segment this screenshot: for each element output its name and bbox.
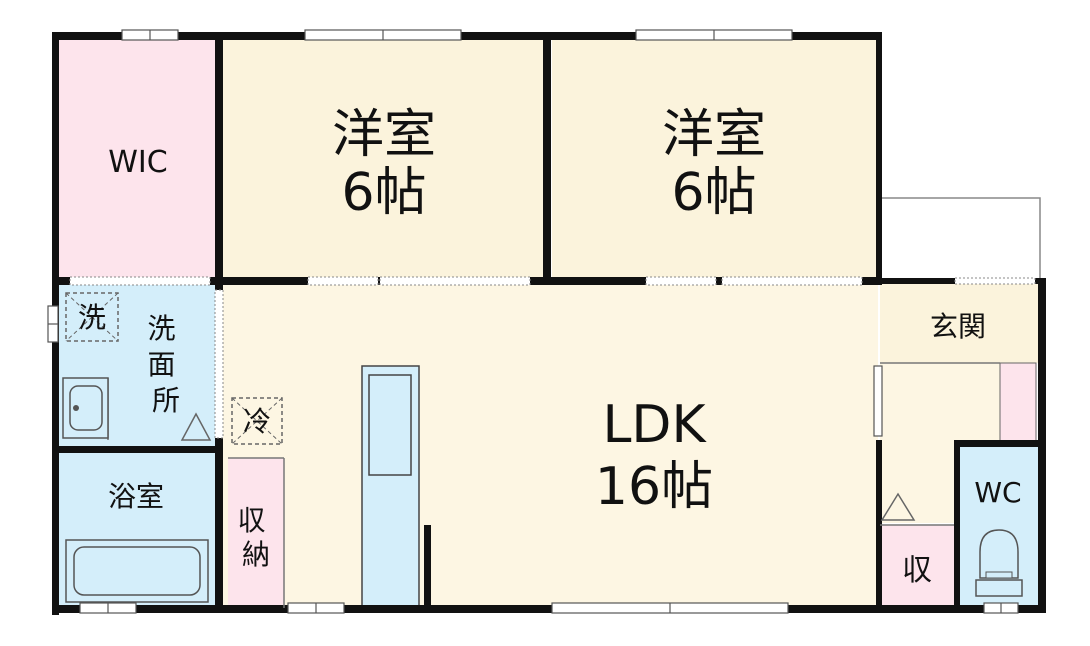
triangle-marker-hall xyxy=(880,492,916,521)
fridge-symbol: 冷 xyxy=(243,405,271,438)
washroom-label-char-2: 面 xyxy=(148,348,176,381)
kitchen-storage-label-char-2: 納 xyxy=(242,538,270,571)
kitchen-storage-floor xyxy=(228,458,284,608)
western-room-left-name: 洋室 xyxy=(332,105,436,165)
washroom-label-char-3: 所 xyxy=(152,384,180,417)
western-room-left-size: 6帖 xyxy=(341,163,426,223)
hall-storage-label: 収 xyxy=(902,553,932,588)
window-washroom-side xyxy=(47,305,59,343)
kitchen-storage-label: 収 納 xyxy=(238,504,275,571)
toilet-icon xyxy=(975,529,1023,597)
ldk-name: LDK xyxy=(602,395,707,455)
washroom-label: 洗 面 所 xyxy=(148,312,185,417)
western-room-left-floor xyxy=(222,38,546,283)
fridge-space xyxy=(231,397,283,445)
hall-storage-floor xyxy=(880,525,954,610)
entrance-floor xyxy=(880,283,1038,363)
doorways xyxy=(69,276,1036,439)
western-room-right-name: 洋室 xyxy=(662,105,766,165)
wc-label: WC xyxy=(974,476,1021,509)
kitchen-sink xyxy=(368,374,412,476)
western-room-right-size: 6帖 xyxy=(671,163,756,223)
window-wc-bottom xyxy=(983,602,1019,614)
window-ldk-bottom xyxy=(551,602,789,614)
washroom-label-char-1: 洗 xyxy=(148,312,176,345)
kitchen-storage-label-char-1: 収 xyxy=(238,504,266,537)
porch-outline xyxy=(879,197,1041,284)
ldk-floor xyxy=(222,283,878,610)
window-wic-top xyxy=(121,29,179,41)
entrance-label: 玄関 xyxy=(930,310,986,343)
window-bathroom-bottom xyxy=(79,602,137,614)
washer-space xyxy=(65,292,119,342)
bathtub-icon xyxy=(65,539,209,603)
wash-basin-icon xyxy=(62,377,109,439)
window-kitchen-bottom xyxy=(287,602,345,614)
bathroom-label: 浴室 xyxy=(108,480,164,513)
wic-label: WIC xyxy=(108,145,167,180)
window-western-left-top xyxy=(304,29,462,41)
washer-symbol: 洗 xyxy=(78,301,106,334)
triangle-marker-washroom xyxy=(180,412,212,441)
window-western-right-top xyxy=(635,29,793,41)
western-room-right-floor xyxy=(552,38,878,283)
ldk-size: 16帖 xyxy=(595,457,713,517)
wic-floor xyxy=(58,38,218,283)
shoe-cabinet xyxy=(999,362,1037,442)
door-opening-ldk-side xyxy=(873,365,883,437)
